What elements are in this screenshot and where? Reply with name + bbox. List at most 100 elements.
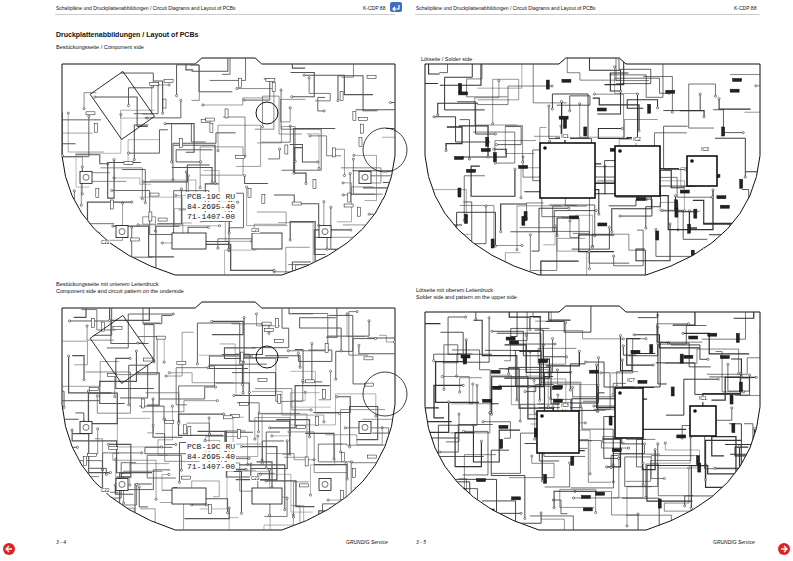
pad (137, 342, 139, 344)
component (165, 421, 174, 424)
pad (109, 471, 111, 473)
pad (131, 201, 133, 203)
component (733, 78, 742, 81)
pad (318, 167, 320, 169)
pad (565, 321, 567, 323)
trace (139, 487, 148, 507)
component (76, 212, 79, 221)
component (675, 208, 678, 217)
pad (595, 511, 597, 513)
trace (509, 367, 559, 404)
trace (313, 397, 350, 413)
component (459, 83, 462, 92)
pad (439, 451, 441, 453)
pad (254, 438, 256, 440)
pad (119, 506, 121, 508)
pad (265, 467, 267, 469)
component (258, 379, 267, 382)
pad (310, 409, 312, 411)
pad (476, 517, 478, 519)
pad (175, 443, 177, 445)
trace (398, 225, 462, 255)
pad (548, 105, 550, 107)
pad (309, 135, 311, 137)
trace (382, 137, 417, 180)
pad (67, 112, 69, 114)
trace (353, 339, 376, 384)
pad (551, 108, 553, 110)
component (359, 246, 368, 249)
component (181, 476, 190, 479)
component (499, 425, 508, 428)
trace (593, 98, 639, 131)
pad (621, 359, 623, 361)
button (119, 229, 125, 235)
component (461, 355, 470, 358)
component (584, 127, 587, 136)
trace (656, 363, 741, 395)
trace (646, 464, 694, 497)
component (722, 127, 725, 136)
pad (144, 202, 146, 204)
button (359, 421, 371, 433)
button (319, 478, 331, 490)
ic-outline (615, 146, 660, 196)
trace (735, 238, 752, 269)
component (110, 200, 113, 209)
pad (462, 384, 464, 386)
trace (455, 433, 481, 467)
trace (663, 94, 700, 110)
trace (220, 344, 250, 393)
pad (621, 127, 623, 129)
pad (571, 386, 573, 388)
component (239, 78, 242, 87)
page-text: Component side and circuit pattern on th… (55, 288, 185, 294)
pad (671, 111, 673, 113)
component (117, 250, 120, 259)
pad (280, 89, 282, 91)
trace (460, 378, 482, 392)
component (306, 380, 315, 383)
pad (75, 518, 77, 520)
trace (177, 65, 233, 96)
trace (451, 384, 472, 404)
trace (379, 335, 394, 342)
pcb-board (396, 236, 793, 547)
trace (471, 166, 515, 196)
trace (145, 393, 178, 422)
trace (347, 314, 365, 337)
pad (243, 99, 245, 101)
trace (552, 94, 588, 138)
pad (175, 95, 177, 97)
component (158, 218, 167, 221)
trace (354, 487, 384, 527)
pad (293, 172, 295, 174)
trace (140, 336, 165, 362)
page-title: Druckplattenabbildungen / Layout of PCBs (55, 31, 199, 39)
trace (504, 359, 549, 400)
trace (477, 58, 522, 88)
trace (657, 324, 703, 342)
pad (311, 342, 313, 344)
pad (257, 435, 259, 437)
pad (69, 458, 71, 460)
trace (365, 252, 396, 266)
pad (520, 512, 522, 514)
trace (158, 406, 172, 455)
pad (591, 246, 593, 248)
trace (229, 518, 242, 559)
pad (241, 558, 243, 560)
trace (234, 472, 242, 514)
component (262, 194, 265, 203)
pad (553, 507, 555, 509)
trace (446, 414, 459, 442)
pad (178, 422, 180, 424)
pad (341, 250, 343, 252)
pad (137, 224, 139, 226)
pad (250, 355, 252, 357)
pad (86, 325, 88, 327)
component (89, 387, 98, 390)
pad (424, 483, 426, 485)
pad (489, 412, 491, 414)
trace (239, 358, 303, 401)
